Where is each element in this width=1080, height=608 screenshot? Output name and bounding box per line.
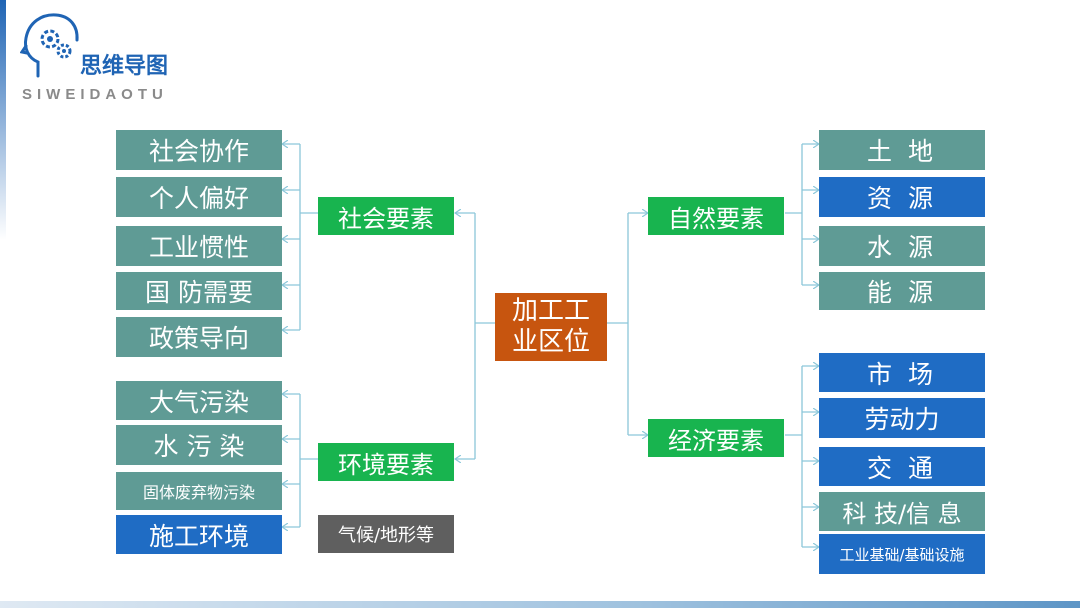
logo-title: 思维导图: [80, 54, 169, 79]
natural-item-4: 能 源: [819, 272, 985, 310]
economic-item-1: 市 场: [819, 353, 985, 392]
natural-item-1: 土 地: [819, 130, 985, 170]
head-gears-icon: [20, 13, 79, 78]
hub-social: 社会要素: [318, 197, 454, 235]
center-node-line2: 业区位: [511, 327, 590, 357]
social-item-3: 工业惯性: [116, 226, 282, 266]
natural-item-2: 资 源: [819, 177, 985, 217]
logo-subtitle: SIWEIDAOTU: [22, 86, 168, 103]
environment-extra: 气候/地形等: [318, 515, 454, 553]
hub-natural: 自然要素: [648, 197, 784, 235]
social-item-4: 国 防需要: [116, 272, 282, 310]
bottom-decor-bar: [0, 601, 1080, 608]
logo: 思维导图 SIWEIDAOTU: [20, 12, 200, 107]
environment-item-1: 大气污染: [116, 381, 282, 420]
economic-item-4: 科 技/信 息: [819, 492, 985, 531]
economic-item-2: 劳动力: [819, 398, 985, 438]
social-item-2: 个人偏好: [116, 177, 282, 217]
economic-item-5: 工业基础/基础设施: [819, 534, 985, 574]
environment-item-2: 水 污 染: [116, 425, 282, 465]
hub-economic: 经济要素: [648, 419, 784, 457]
center-node-line1: 加工工: [511, 296, 590, 326]
social-item-5: 政策导向: [116, 317, 282, 357]
hub-environment: 环境要素: [318, 443, 454, 481]
economic-item-3: 交 通: [819, 447, 985, 486]
environment-item-3: 固体废弃物污染: [116, 472, 282, 510]
social-item-1: 社会协作: [116, 130, 282, 170]
natural-item-3: 水 源: [819, 226, 985, 266]
environment-item-4: 施工环境: [116, 515, 282, 554]
left-accent-bar: [0, 0, 6, 240]
center-node: 加工工 业区位: [495, 293, 607, 361]
